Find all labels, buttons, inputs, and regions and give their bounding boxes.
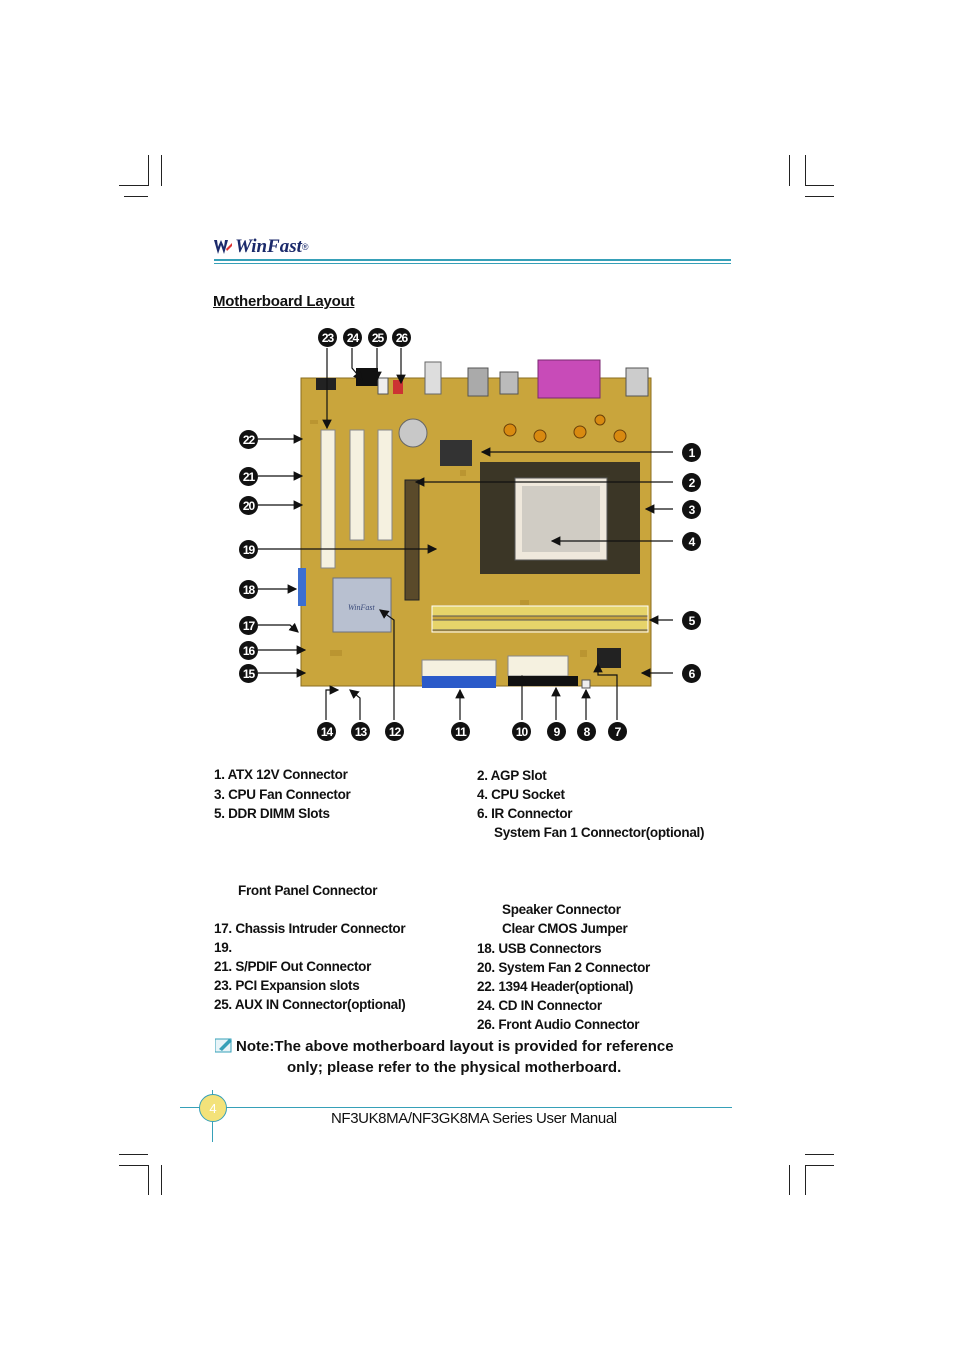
legend-left-3: 3. CPU Fan Connector [214,787,351,802]
callout-24: 24 [343,328,362,347]
legend-left-front-panel: Front Panel Connector [238,883,378,898]
callout-4: 4 [682,532,701,551]
callout-19: 19 [239,540,258,559]
board-logo-text: WinFast [348,603,375,612]
callout-2: 2 [682,473,701,492]
callout-14: 14 [317,722,336,741]
legend-left-25: 25. AUX IN Connector(optional) [214,997,406,1012]
note-line-1: Note:The above motherboard layout is pro… [236,1038,674,1055]
callout-20: 20 [239,496,258,515]
legend-left-21: 21. S/PDIF Out Connector [214,959,372,974]
callout-5: 5 [682,611,701,630]
header-rule [214,259,731,261]
note-pencil-icon [214,1037,233,1053]
callout-1: 1 [682,443,701,462]
callout-17: 17 [239,616,258,635]
header-rule-thin [214,263,731,264]
legend-right-20: 20. System Fan 2 Connector [477,960,651,975]
legend-left-23: 23. PCI Expansion slots [214,978,360,993]
brand-header: WinFast ® [214,236,309,258]
page-title: Motherboard Layout [213,293,355,310]
callout-6: 6 [682,664,701,683]
legend-right-2: 2. AGP Slot [477,768,547,783]
winfast-logo-icon [214,239,232,255]
callout-13: 13 [351,722,370,741]
callout-18: 18 [239,580,258,599]
legend-left-19: 19. [214,940,232,955]
legend-right-26: 26. Front Audio Connector [477,1017,640,1032]
legend-left-5: 5. DDR DIMM Slots [214,806,330,821]
legend-right-6: 6. IR Connector [477,806,573,821]
note-block: Note:The above motherboard layout is pro… [214,1036,674,1078]
callout-11: 11 [451,722,470,741]
legend-right-4: 4. CPU Socket [477,787,565,802]
legend-right-system-fan-1: System Fan 1 Connector(optional) [494,825,705,840]
callout-21: 21 [239,467,258,486]
note-line-2: only; please refer to the physical mothe… [287,1059,622,1076]
footer-title: NF3UK8MA/NF3GK8MA Series User Manual [331,1110,617,1127]
callout-15: 15 [239,664,258,683]
callout-25: 25 [368,328,387,347]
callout-7: 7 [608,722,627,741]
callout-3: 3 [682,500,701,519]
brand-name: WinFast [235,236,302,257]
legend-right-24: 24. CD IN Connector [477,998,602,1013]
callout-26: 26 [392,328,411,347]
page-number: 4 [199,1094,227,1122]
legend-left-1: 1. ATX 12V Connector [214,767,348,782]
legend-right-speaker: Speaker Connector [502,902,621,917]
legend-right-22: 22. 1394 Header(optional) [477,979,634,994]
motherboard-diagram: WinFast [258,348,673,720]
callout-22: 22 [239,430,258,449]
callout-12: 12 [385,722,404,741]
callout-8: 8 [577,722,596,741]
callout-10: 10 [512,722,531,741]
callout-23: 23 [318,328,337,347]
footer-rule [180,1107,732,1108]
legend-left-17: 17. Chassis Intruder Connector [214,921,406,936]
legend-right-clear-cmos: Clear CMOS Jumper [502,921,628,936]
callout-16: 16 [239,641,258,660]
legend-right-18: 18. USB Connectors [477,941,602,956]
trademark-mark: ® [301,242,309,252]
callout-9: 9 [547,722,566,741]
